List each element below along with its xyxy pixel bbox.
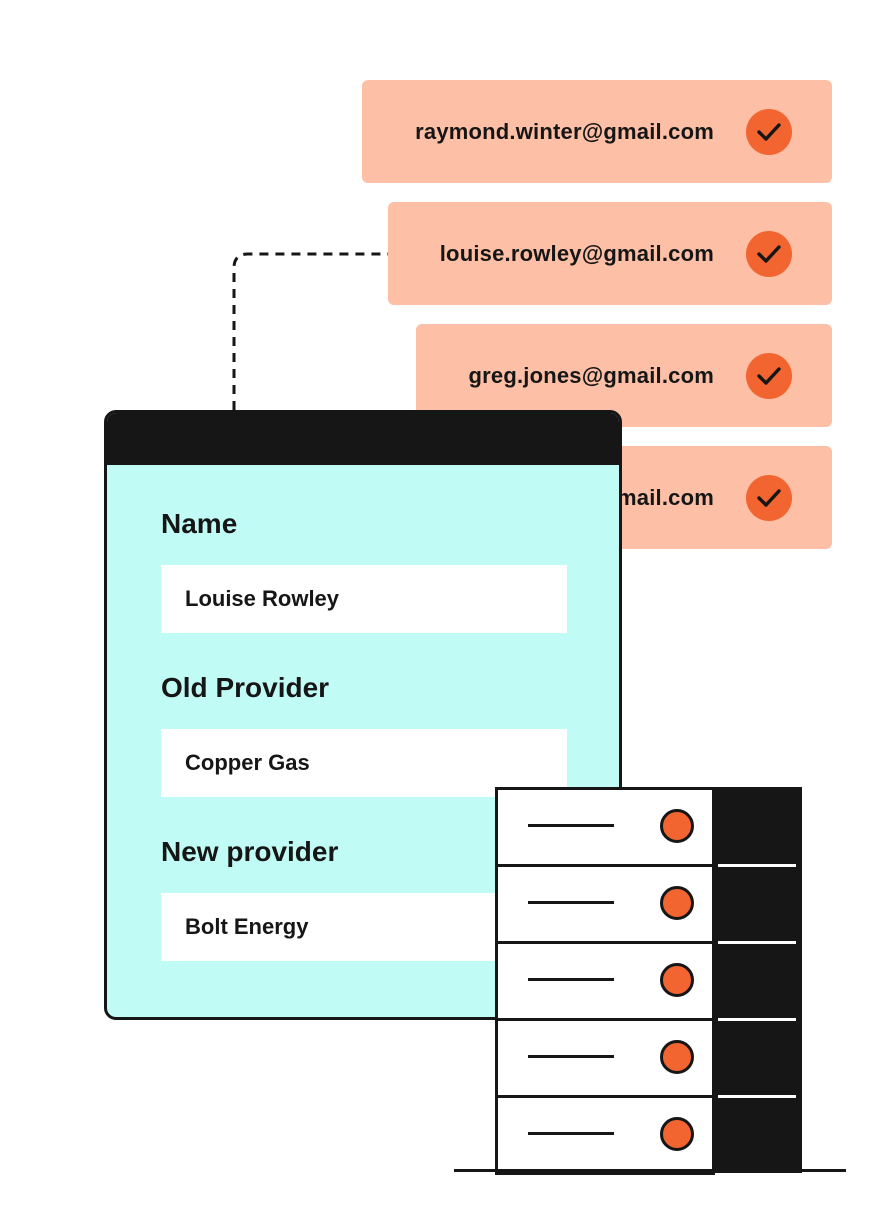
email-card: raymond.winter@gmail.com: [362, 80, 832, 183]
old-provider-label: Old Provider: [161, 672, 330, 703]
email-address: raymond.winter@gmail.com: [415, 118, 714, 144]
server-rack: [495, 787, 802, 1175]
email-address: greg.jones@gmail.com: [468, 362, 714, 388]
email-card: louise.rowley@gmail.com: [388, 202, 832, 305]
rack-unit-slot-line: [528, 824, 614, 827]
check-icon: [746, 474, 792, 521]
form-body: Name Louise Rowley Old Provider Copper G…: [107, 465, 619, 961]
status-led-icon: [660, 1117, 694, 1151]
rack-unit: [495, 864, 715, 944]
name-label: Name: [161, 508, 238, 539]
new-provider-label: New provider: [161, 836, 339, 867]
check-icon: [746, 108, 792, 155]
status-led-icon: [660, 1040, 694, 1074]
email-address: louise.rowley@gmail.com: [439, 240, 714, 266]
status-led-icon: [660, 963, 694, 997]
rack-unit-slot-line: [528, 978, 614, 981]
rack-side-divider: [718, 941, 796, 944]
rack-side-divider: [718, 1095, 796, 1098]
check-icon: [746, 352, 792, 399]
email-address: mail.com: [617, 484, 714, 510]
rack-unit: [495, 787, 715, 867]
rack-side-divider: [718, 864, 796, 867]
name-field[interactable]: Louise Rowley: [161, 565, 567, 633]
ground-line: [454, 1169, 846, 1172]
status-led-icon: [660, 886, 694, 920]
check-icon: [746, 230, 792, 277]
rack-unit: [495, 1095, 715, 1175]
rack-unit: [495, 941, 715, 1021]
status-led-icon: [660, 809, 694, 843]
rack-unit-slot-line: [528, 1132, 614, 1135]
rack-side-panel: [712, 787, 802, 1173]
rack-unit: [495, 1018, 715, 1098]
old-provider-field[interactable]: Copper Gas: [161, 729, 567, 797]
rack-unit-slot-line: [528, 1055, 614, 1058]
rack-unit-slot-line: [528, 901, 614, 904]
email-card: greg.jones@gmail.com: [416, 324, 832, 427]
form-title-bar: [107, 413, 619, 465]
rack-side-divider: [718, 1018, 796, 1021]
